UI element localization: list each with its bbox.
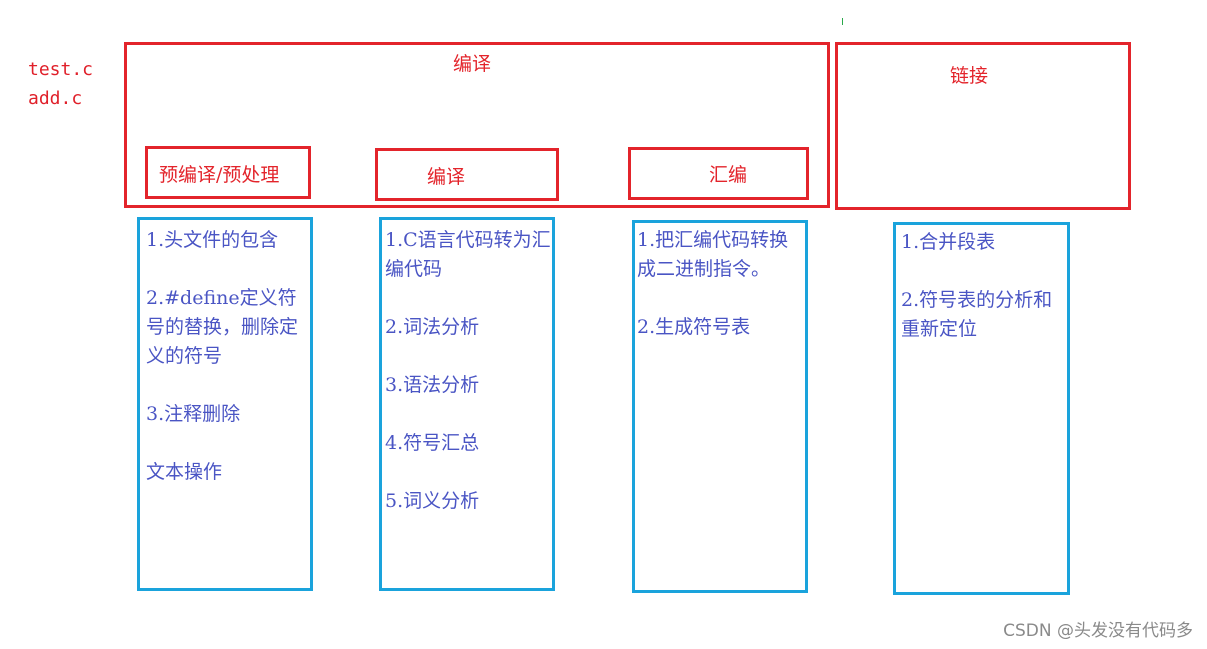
assemble-label: 汇编 [709, 164, 748, 186]
list-item: 1.头文件的包含 [146, 229, 279, 251]
list-item: 3.注释删除 [146, 403, 241, 425]
link-detail-box [893, 222, 1070, 595]
compile-substage-box [375, 148, 559, 201]
list-item: 3.语法分析 [385, 374, 480, 396]
assemble-detail-box [632, 220, 808, 593]
source-file: add.c [28, 88, 83, 109]
link-stage-box [835, 42, 1131, 210]
list-item: 文本操作 [146, 461, 223, 483]
compile-detail-list: 1.C语言代码转为汇编代码 2.词法分析 3.语法分析 4.符号汇总 5.词义分… [385, 226, 553, 545]
preprocess-detail-box [137, 217, 313, 591]
link-detail-list: 1.合并段表 2.符号表的分析和重新定位 [901, 228, 1063, 373]
preprocess-box [145, 146, 311, 199]
list-item: 5.词义分析 [385, 490, 480, 512]
list-item: 2.符号表的分析和重新定位 [901, 289, 1053, 340]
watermark: CSDN @头发没有代码多 [1003, 621, 1193, 641]
list-item: 1.把汇编代码转换成二进制指令。 [637, 229, 789, 280]
compile-stage-title: 编译 [453, 53, 492, 75]
preprocess-label: 预编译/预处理 [159, 164, 280, 186]
source-file-list: test.c add.c [28, 55, 93, 113]
preprocess-detail-list: 1.头文件的包含 2.#define定义符号的替换，删除定义的符号 3.注释删除… [146, 226, 310, 516]
list-item: 2.词法分析 [385, 316, 480, 338]
source-file: test.c [28, 59, 94, 80]
list-item: 1.合并段表 [901, 231, 996, 253]
list-item: 4.符号汇总 [385, 432, 480, 454]
list-item: 2.#define定义符号的替换，删除定义的符号 [146, 287, 299, 367]
compile-stage-box [124, 42, 830, 208]
compile-substage-label: 编译 [427, 166, 466, 188]
assemble-box [628, 147, 809, 200]
assemble-detail-list: 1.把汇编代码转换成二进制指令。 2.生成符号表 [637, 226, 806, 371]
compile-detail-box [379, 217, 555, 591]
link-stage-title: 链接 [950, 65, 989, 87]
green-tick-mark [842, 18, 843, 25]
list-item: 1.C语言代码转为汇编代码 [385, 229, 551, 280]
list-item: 2.生成符号表 [637, 316, 751, 338]
